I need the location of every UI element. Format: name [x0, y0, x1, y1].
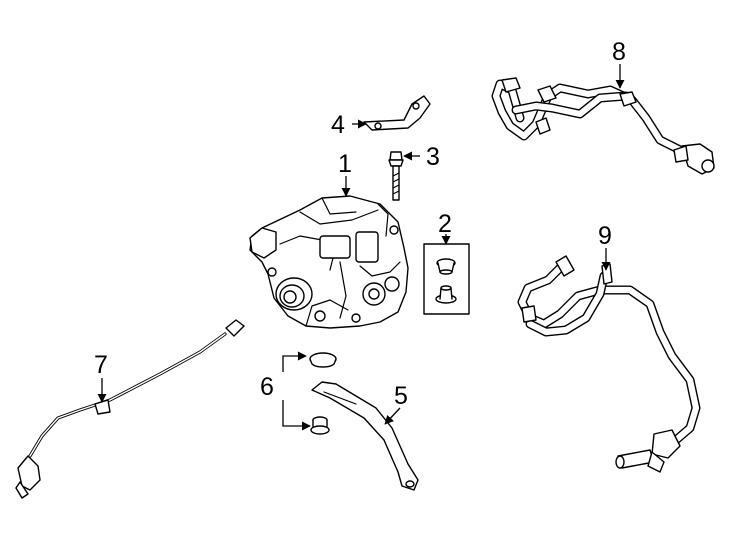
callout-7: 7 — [94, 351, 108, 379]
callout-labels: 1 2 3 4 5 6 7 8 9 — [94, 38, 626, 410]
part-1-pump-assembly — [249, 195, 409, 329]
callout-8: 8 — [612, 38, 626, 66]
part-5-mount-bracket — [311, 381, 419, 491]
part-6-insulators — [309, 352, 337, 435]
part-4-bracket — [363, 95, 431, 131]
part-3-bolt — [388, 151, 404, 201]
callout-1: 1 — [338, 150, 352, 178]
callout-6: 6 — [260, 373, 274, 401]
callout-2: 2 — [438, 210, 452, 238]
part-8-hose-upper — [491, 77, 715, 175]
part-2-grommet-kit — [423, 243, 470, 315]
callout-3: 3 — [426, 143, 440, 171]
callout-5: 5 — [394, 382, 408, 410]
callout-9: 9 — [598, 222, 612, 250]
callout-4: 4 — [331, 111, 345, 139]
leader-lines — [97, 64, 625, 431]
part-9-hose-lower — [517, 255, 701, 473]
part-7-sensor-line — [15, 319, 245, 499]
